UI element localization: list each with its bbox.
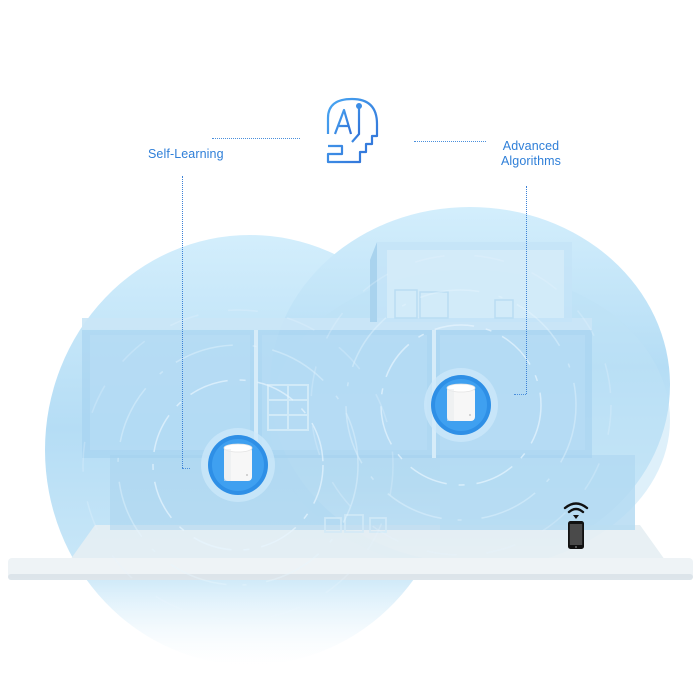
- mesh-router-icon: [424, 368, 498, 442]
- advanced-algorithms-line2: Algorithms: [500, 154, 562, 168]
- ai-head-icon: [326, 97, 379, 164]
- advanced-algorithms-label: Advanced Algorithms: [496, 139, 566, 169]
- connector-left-vertical: [182, 176, 183, 468]
- connector-right-horizontal: [414, 141, 486, 142]
- connector-right-foot: [514, 394, 526, 395]
- advanced-algorithms-line1: Advanced: [502, 139, 560, 153]
- mesh-router-icon: [201, 428, 275, 502]
- smartphone-wifi-icon: [563, 502, 589, 549]
- self-learning-label: Self-Learning: [148, 147, 224, 161]
- connector-left-horizontal: [212, 138, 300, 139]
- mesh-router-right: [423, 367, 499, 443]
- mesh-router-left: [200, 427, 276, 503]
- smartphone-wifi: [563, 500, 589, 552]
- connector-left-foot: [182, 468, 190, 469]
- connector-right-vertical: [526, 186, 527, 394]
- ai-head-icon-wrap: [322, 96, 386, 168]
